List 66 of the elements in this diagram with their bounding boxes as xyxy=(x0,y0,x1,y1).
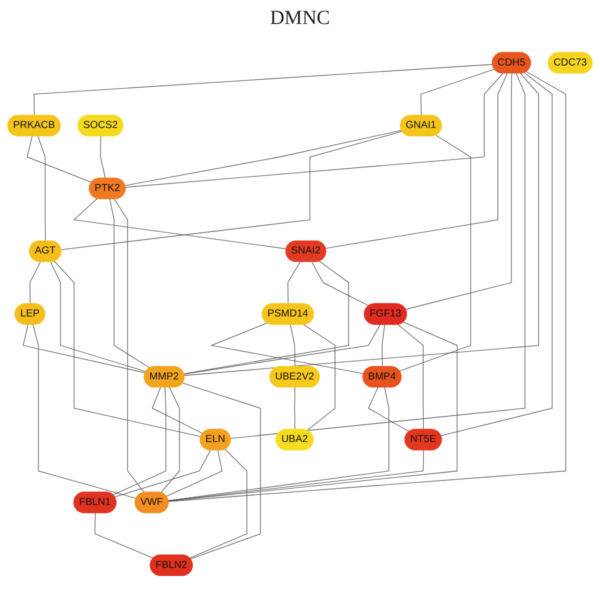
gene-node: VWF xyxy=(134,491,169,513)
connector xyxy=(114,449,211,497)
connector xyxy=(440,72,552,436)
connector xyxy=(110,198,150,368)
connector xyxy=(294,386,296,430)
connector xyxy=(166,449,222,496)
gene-node: PRKACB xyxy=(7,114,61,136)
connector xyxy=(182,382,261,559)
gene-node: UBE2V2 xyxy=(269,366,320,387)
connector xyxy=(50,261,146,372)
gene-node: NT5E xyxy=(404,428,442,450)
connector xyxy=(398,324,424,430)
connector xyxy=(22,324,146,373)
connector xyxy=(405,72,512,310)
gene-node: UBA2 xyxy=(276,428,314,450)
gene-node: PTK2 xyxy=(88,177,126,199)
gene-node: SNAI2 xyxy=(285,240,326,262)
connector xyxy=(184,260,349,374)
connector xyxy=(184,72,539,376)
connector xyxy=(311,261,370,306)
connector xyxy=(303,324,336,430)
connector xyxy=(230,72,526,438)
connector xyxy=(60,130,403,250)
connector xyxy=(288,261,301,304)
connector xyxy=(94,512,154,558)
diagram-title: DMNC xyxy=(270,6,330,30)
gene-node: CDC73 xyxy=(548,52,593,73)
gene-node: AGT xyxy=(29,240,62,262)
gene-node: ELN xyxy=(200,428,231,450)
connector xyxy=(32,324,137,498)
connector xyxy=(325,72,508,248)
connector xyxy=(399,134,472,371)
gene-node: FBLN2 xyxy=(150,554,193,576)
connector xyxy=(189,448,248,558)
connector xyxy=(420,68,495,116)
connector xyxy=(26,135,92,182)
gene-node: BMP4 xyxy=(362,366,402,387)
connector xyxy=(290,324,296,367)
connector xyxy=(168,70,566,502)
connector xyxy=(38,135,46,242)
connector xyxy=(160,386,180,493)
connector xyxy=(125,72,504,188)
connector xyxy=(168,321,458,501)
connector xyxy=(368,386,410,432)
gene-node: MMP2 xyxy=(144,366,184,387)
connector xyxy=(168,386,390,500)
connector xyxy=(100,135,106,178)
connector xyxy=(73,198,287,249)
gene-node: LEP xyxy=(14,302,46,324)
connector xyxy=(152,386,204,434)
connector xyxy=(30,261,41,304)
connector xyxy=(382,324,385,367)
gene-node: FGF13 xyxy=(364,302,407,324)
gene-node: SOCS2 xyxy=(78,114,124,136)
gene-node: FBLN1 xyxy=(74,491,116,513)
connector xyxy=(184,324,380,374)
gene-node: PSMD14 xyxy=(262,302,314,324)
gene-node: GNAI1 xyxy=(400,114,442,136)
connector xyxy=(114,198,145,492)
connector xyxy=(168,449,424,501)
connector xyxy=(34,64,493,116)
connector xyxy=(124,129,402,186)
gene-node: CDH5 xyxy=(492,52,531,73)
connector xyxy=(112,386,166,495)
connector xyxy=(54,260,202,437)
connector xyxy=(210,322,364,374)
